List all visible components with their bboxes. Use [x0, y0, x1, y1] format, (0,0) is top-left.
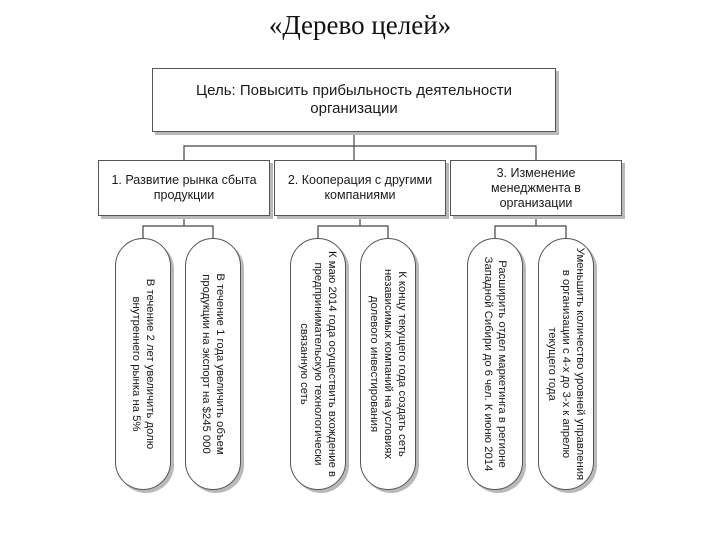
- goal-box: Цель: Повысить прибыльность деятельности…: [152, 68, 556, 132]
- leaf-box: Расширить отдел маркетинга в регионе Зап…: [467, 238, 523, 490]
- leaf-box: В течение 2 лет увеличить долю внутренне…: [115, 238, 171, 490]
- branch-box-market: 1. Развитие рынка сбыта продукции: [98, 160, 270, 216]
- branch-label: 2. Кооперация с другими компаниями: [287, 173, 433, 202]
- goal-label: Цель: Повысить прибыльность деятельности…: [196, 82, 512, 117]
- leaf-label: К концу текущего года создать сеть незав…: [367, 268, 409, 460]
- leaf-label: Уменьшить количество уровней управления …: [545, 247, 587, 481]
- leaf-label: В течение 2 лет увеличить долю внутренне…: [130, 278, 157, 450]
- leaf-box: Уменьшить количество уровней управления …: [538, 238, 594, 490]
- branch-label: 1. Развитие рынка сбыта продукции: [111, 173, 257, 202]
- leaf-box: В течение 1 года увеличить объем продукц…: [185, 238, 241, 490]
- leaf-label: К маю 2014 года осуществить вхождение в …: [297, 250, 339, 477]
- connector-branch3-to-leaves: [494, 216, 567, 238]
- leaf-label: В течение 1 года увеличить объем продукц…: [200, 273, 227, 455]
- leaf-box: К концу текущего года создать сеть незав…: [360, 238, 416, 490]
- branch-box-cooperation: 2. Кооперация с другими компаниями: [274, 160, 446, 216]
- connector-goal-to-branches: [183, 132, 537, 160]
- branch-box-management: 3. Изменение менеджмента в организации: [450, 160, 622, 216]
- branch-label: 3. Изменение менеджмента в организации: [491, 165, 581, 210]
- leaf-label: Расширить отдел маркетинга в регионе Зап…: [482, 256, 509, 472]
- page-title: «Дерево целей»: [268, 10, 452, 40]
- leaf-box: К маю 2014 года осуществить вхождение в …: [290, 238, 346, 490]
- connector-branch2-to-leaves: [317, 216, 389, 238]
- connector-branch1-to-leaves: [142, 216, 214, 238]
